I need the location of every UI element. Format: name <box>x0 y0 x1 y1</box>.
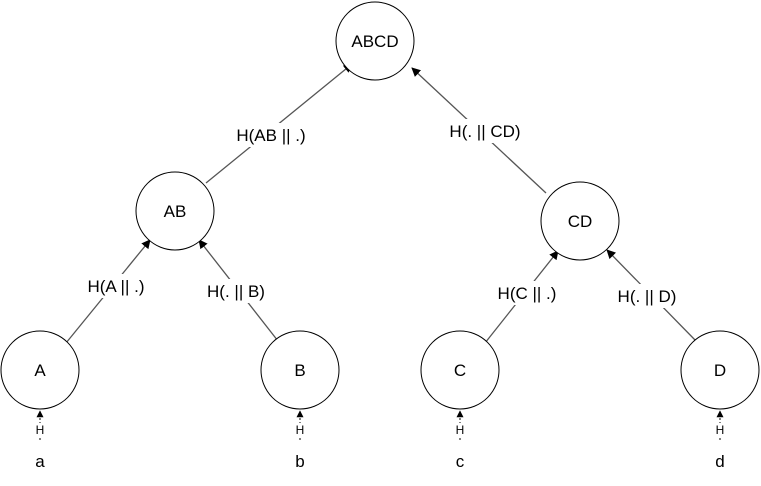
node-ab-label: AB <box>164 202 187 221</box>
leaf-hash-d: H <box>714 410 726 440</box>
leaf-hash-label-d: H <box>716 423 725 437</box>
edge-label-c-to-cd: H(C || .) <box>489 281 565 305</box>
edge-label-cd-to-abcd-text: H(. || CD) <box>449 122 520 141</box>
node-c-label: C <box>454 361 466 380</box>
leaf-hash-label-b: H <box>296 423 305 437</box>
node-cd-label: CD <box>568 212 593 231</box>
node-a-label: A <box>34 361 46 380</box>
node-c: C <box>420 330 500 410</box>
leaf-hash-a: H <box>34 410 46 440</box>
node-d-label: D <box>714 361 726 380</box>
node-cd: CD <box>540 181 620 261</box>
node-b: B <box>260 330 340 410</box>
leaf-hash-b: H <box>294 410 306 440</box>
edge-label-d-to-cd-text: H(. || D) <box>618 287 677 306</box>
input-d: d <box>715 452 724 471</box>
edge-label-cd-to-abcd: H(. || CD) <box>440 119 530 143</box>
node-abcd-label: ABCD <box>351 32 398 51</box>
edge-label-ab-to-abcd-text: H(AB || .) <box>236 126 305 145</box>
leaf-hash-label-c: H <box>456 423 465 437</box>
node-b-label: B <box>294 361 305 380</box>
edge-label-d-to-cd: H(. || D) <box>608 284 686 308</box>
input-a: a <box>35 452 45 471</box>
leaf-hash-c: H <box>454 410 466 440</box>
node-d: D <box>680 330 760 410</box>
node-ab: AB <box>135 171 215 251</box>
edge-label-b-to-ab: H(. || B) <box>198 279 274 303</box>
edge-label-ab-to-abcd: H(AB || .) <box>226 123 316 147</box>
edge-label-b-to-ab-text: H(. || B) <box>207 282 265 301</box>
edge-label-a-to-ab: H(A || .) <box>79 274 153 298</box>
node-a: A <box>0 330 80 410</box>
input-c: c <box>456 452 465 471</box>
edge-label-a-to-ab-text: H(A || .) <box>87 277 144 296</box>
input-b: b <box>295 452 304 471</box>
edge-label-c-to-cd-text: H(C || .) <box>498 284 557 303</box>
node-abcd: ABCD <box>335 1 415 81</box>
leaf-hash-label-a: H <box>36 423 45 437</box>
